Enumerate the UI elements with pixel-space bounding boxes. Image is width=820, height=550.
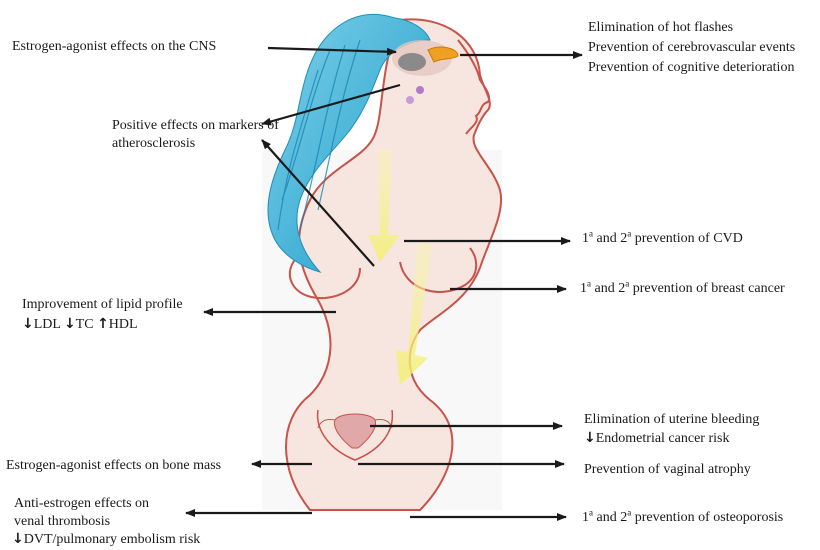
- label-hot-flashes: Elimination of hot flashes: [588, 19, 733, 36]
- label-thrombosis-line2: venal thrombosis: [14, 513, 110, 530]
- osteo-mid: and 2: [593, 510, 627, 525]
- cvd-prefix: 1: [582, 231, 589, 246]
- label-vaginal-atrophy: Prevention of vaginal atrophy: [584, 461, 751, 478]
- breast-suffix: prevention of breast cancer: [629, 281, 784, 296]
- osteo-suffix: prevention of osteoporosis: [631, 510, 783, 525]
- tc-label: TC: [76, 317, 94, 332]
- label-osteoporosis-prevention: 1a and 2a prevention of osteoporosis: [582, 509, 783, 526]
- label-uterine-bleeding: Elimination of uterine bleeding: [584, 411, 759, 428]
- ldl-label: LDL: [34, 317, 61, 332]
- label-cvd-prevention: 1a and 2a prevention of CVD: [582, 230, 743, 247]
- label-breast-cancer-prevention: 1a and 2a prevention of breast cancer: [580, 280, 785, 297]
- label-cns: Estrogen-agonist effects on the CNS: [12, 38, 216, 55]
- label-endometrial-risk: ↓Endometrial cancer risk: [584, 430, 729, 447]
- dvt-text: DVT/pulmonary embolism risk: [24, 532, 201, 547]
- pituitary: [416, 86, 424, 94]
- endometrial-text: Endometrial cancer risk: [596, 431, 730, 446]
- label-lipid-profile: Improvement of lipid profile: [22, 296, 183, 313]
- label-dvt-risk: ↓DVT/pulmonary embolism risk: [12, 531, 200, 548]
- label-cognitive: Prevention of cognitive deterioration: [588, 59, 794, 76]
- cvd-mid: and 2: [593, 231, 627, 246]
- label-cerebrovascular: Prevention of cerebrovascular events: [588, 39, 795, 56]
- label-lipid-markers: ↓LDL ↓TC ↑HDL: [22, 316, 138, 333]
- hdl-label: HDL: [109, 317, 138, 332]
- breast-mid: and 2: [591, 281, 625, 296]
- pituitary-2: [406, 96, 414, 104]
- brain-grey-matter: [398, 53, 426, 71]
- label-atherosclerosis-line2: atherosclerosis: [112, 135, 195, 152]
- cvd-suffix: prevention of CVD: [631, 231, 743, 246]
- label-atherosclerosis-line1: Positive effects on markers of: [112, 117, 279, 134]
- down-arrow-icon: ↓: [584, 430, 596, 446]
- up-arrow-icon: ↑: [97, 316, 109, 332]
- label-bone-mass: Estrogen-agonist effects on bone mass: [6, 457, 221, 474]
- down-arrow-icon: ↓: [64, 316, 76, 332]
- breast-prefix: 1: [580, 281, 587, 296]
- down-arrow-icon: ↓: [12, 531, 24, 547]
- osteo-prefix: 1: [582, 510, 589, 525]
- down-arrow-icon: ↓: [22, 316, 34, 332]
- label-thrombosis-line1: Anti-estrogen effects on: [14, 495, 149, 512]
